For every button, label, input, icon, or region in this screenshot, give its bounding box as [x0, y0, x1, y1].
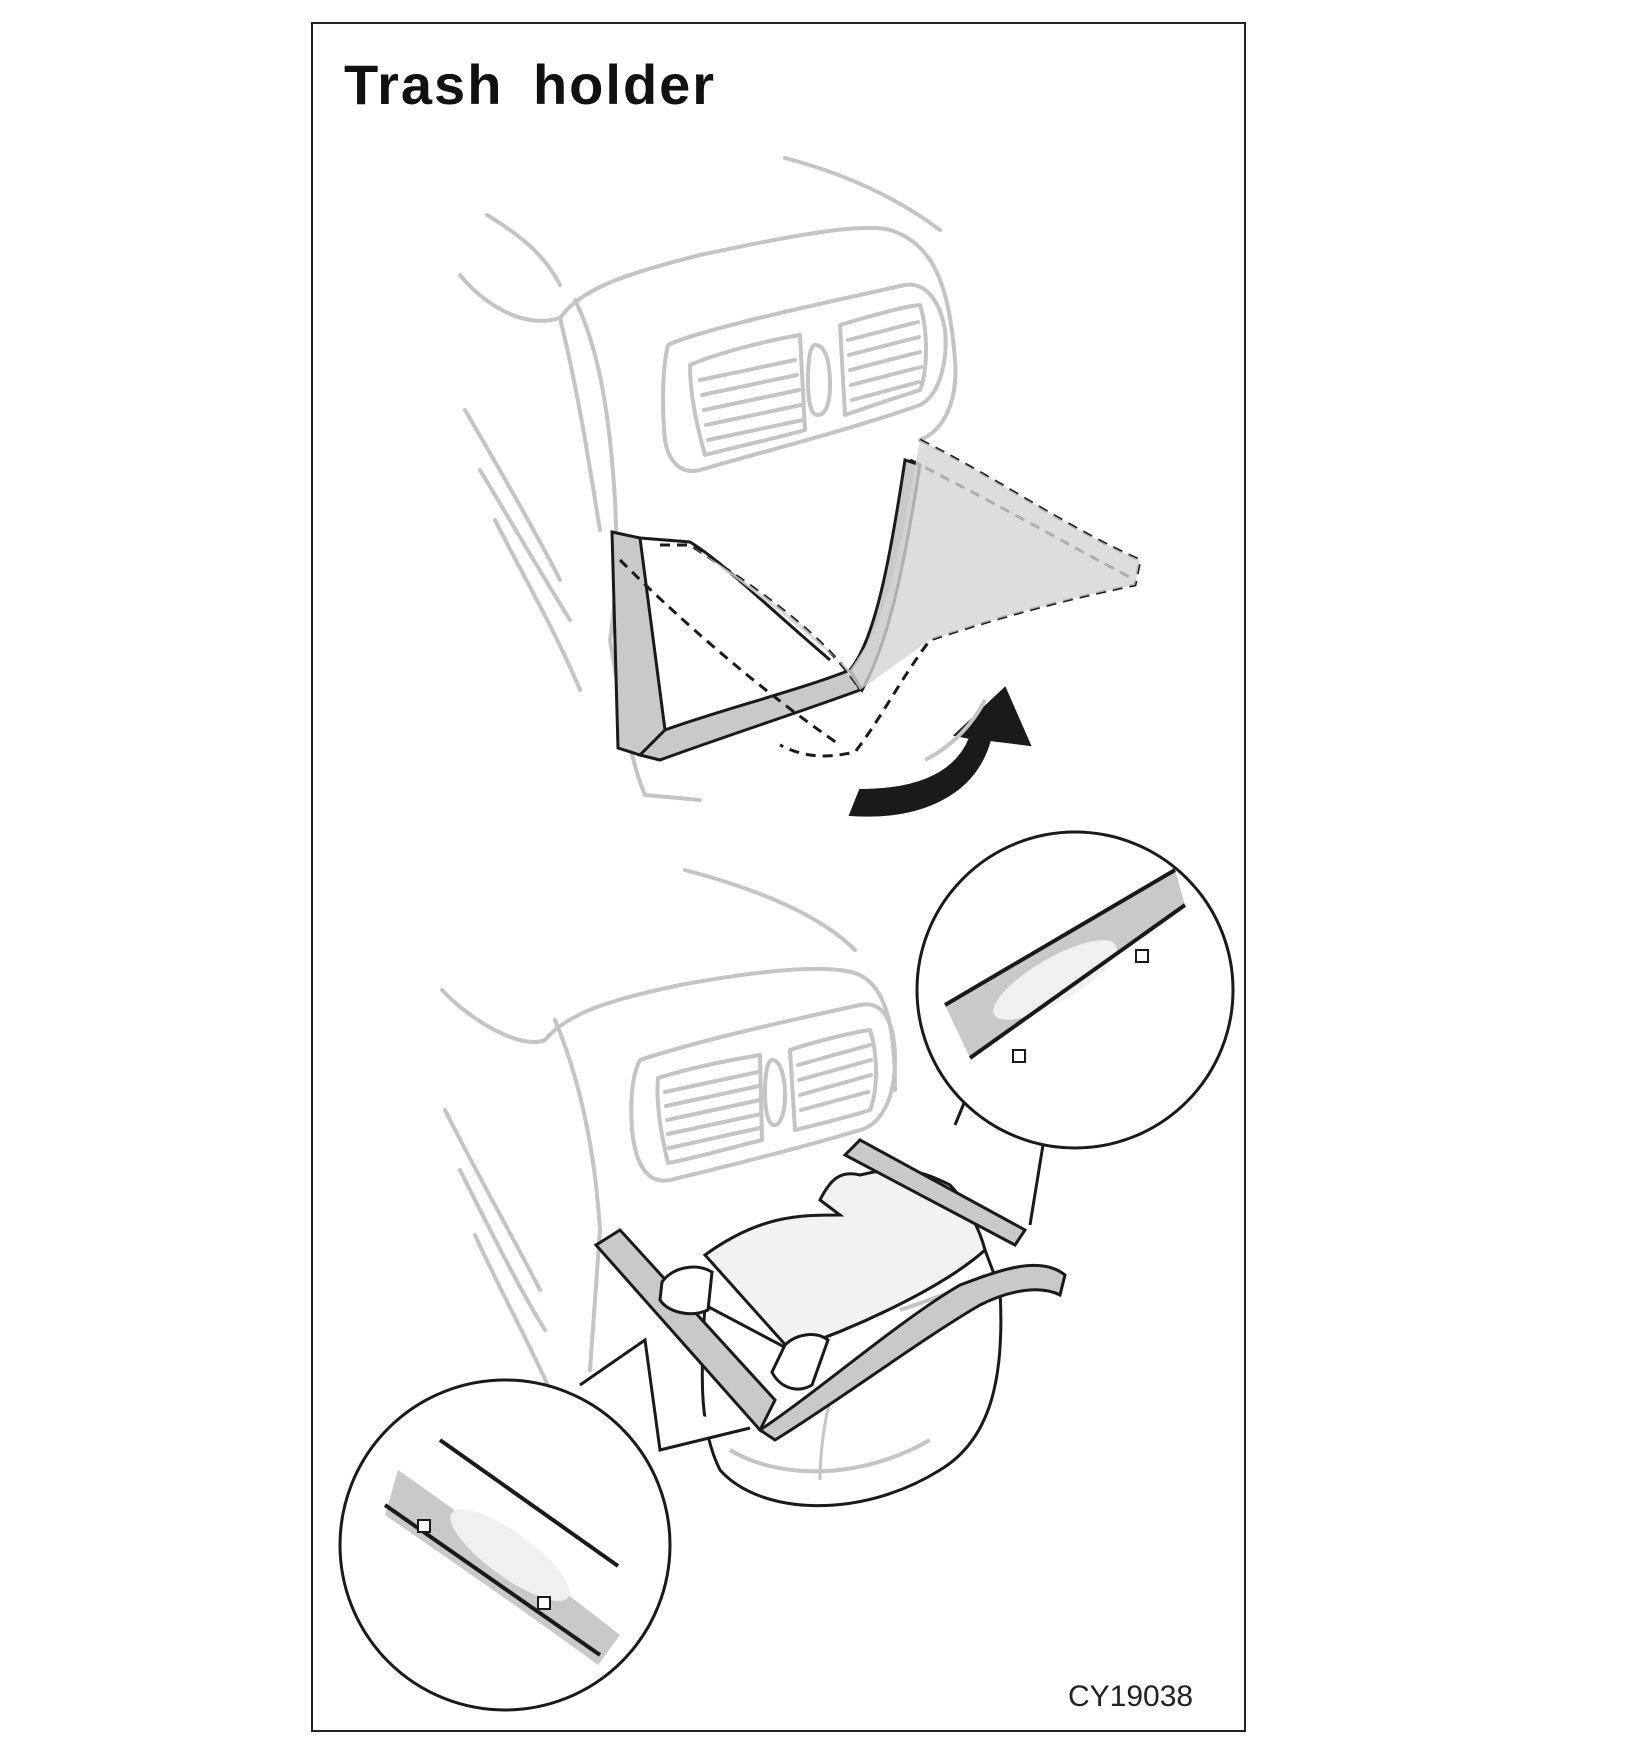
bottom-console-illustration: [440, 868, 897, 1392]
trash-holder-frame: [593, 1138, 1067, 1442]
figure-title: Trash holder: [344, 53, 717, 116]
curved-arrow-icon: [848, 686, 1032, 817]
folded-frame: [610, 458, 922, 762]
frame-open-fill: [690, 440, 1140, 690]
top-console-illustration: [458, 156, 958, 802]
magnifier-callout-lower: [338, 1337, 751, 1712]
trash-bag: [700, 1168, 1003, 1508]
magnifier-callout-upper: [915, 830, 1235, 1226]
figure-code: CY19038: [1068, 1680, 1194, 1713]
